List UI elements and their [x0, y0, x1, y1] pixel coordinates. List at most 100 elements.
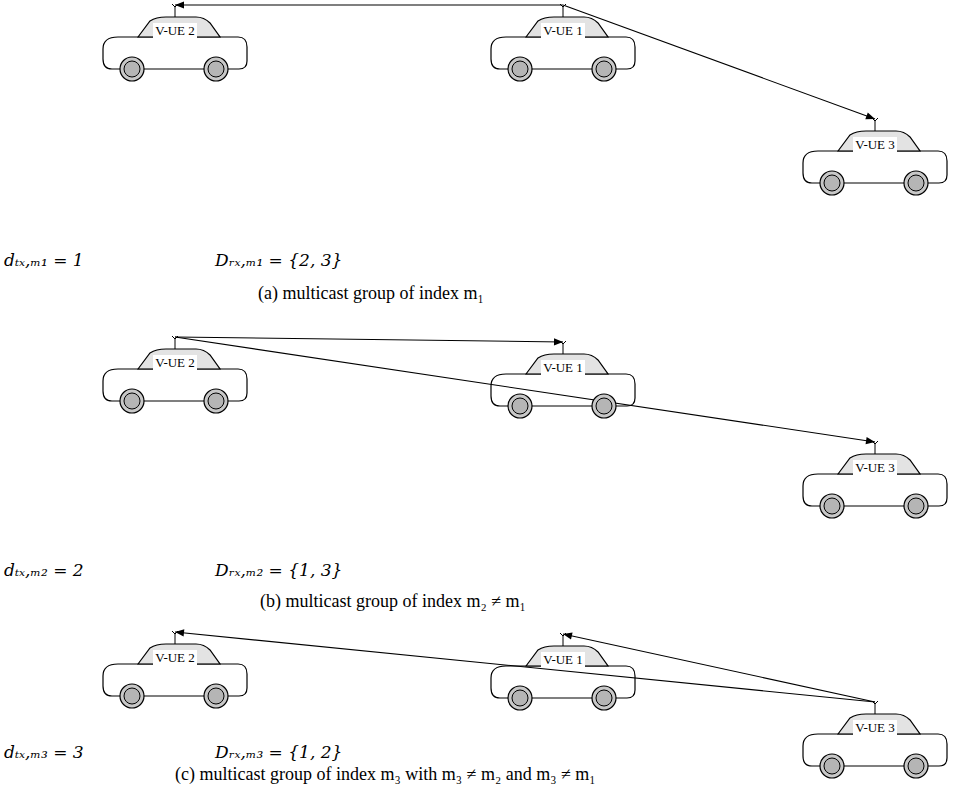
car-icon	[100, 3, 250, 83]
transmission-arrow	[175, 337, 875, 442]
wheel	[904, 754, 928, 778]
wheel-hub	[908, 758, 924, 774]
vehicle-node: V-UE 1	[488, 632, 638, 712]
antenna-tip	[872, 118, 878, 121]
car-cabin	[838, 714, 920, 734]
car-cabin	[838, 131, 920, 151]
wheel-hub	[596, 398, 612, 414]
wheel	[120, 684, 144, 708]
math-label: Dᵣₓ,ₘ₁ = {2, 3}	[215, 250, 342, 270]
wheel	[820, 171, 844, 195]
node-text-box: V-UE 3	[800, 136, 950, 152]
wheel-hub	[512, 61, 528, 77]
node-text-box: V-UE 1	[488, 22, 638, 38]
vehicle-label: V-UE 1	[541, 652, 585, 667]
wheel-hub	[908, 175, 924, 191]
wheel-hub	[124, 61, 140, 77]
wheel	[820, 754, 844, 778]
math-label: dₜₓ,ₘ₁ = 1	[4, 250, 84, 270]
car-icon	[488, 340, 638, 420]
car-cabin	[138, 17, 220, 37]
car-icon	[488, 3, 638, 83]
antenna-tip	[172, 336, 178, 339]
vehicle-node: V-UE 2	[100, 630, 250, 710]
antenna-tip	[172, 4, 178, 7]
car-cabin	[138, 349, 220, 369]
node-text-box: V-UE 1	[488, 359, 638, 375]
car-icon	[100, 630, 250, 710]
wheel	[904, 171, 928, 195]
antenna-tip	[872, 441, 878, 444]
node-text-box: V-UE 3	[800, 459, 950, 475]
node-text-box: V-UE 1	[488, 651, 638, 667]
node-text-box: V-UE 2	[100, 649, 250, 665]
car-icon	[100, 335, 250, 415]
vehicle-label: V-UE 3	[853, 720, 897, 735]
vehicle-node: V-UE 3	[800, 700, 950, 780]
car-icon	[800, 440, 950, 520]
vehicle-label: V-UE 2	[153, 650, 197, 665]
wheel-hub	[908, 498, 924, 514]
vehicle-node: V-UE 1	[488, 340, 638, 420]
subfigure-caption: (c) multicast group of index m₃ with m₃ …	[175, 765, 596, 784]
car-icon	[800, 700, 950, 780]
wheel	[508, 686, 532, 710]
subfigure-caption: (b) multicast group of index m₂ ≠ m₁	[260, 592, 526, 611]
vehicle-node: V-UE 3	[800, 117, 950, 197]
antenna-tip	[560, 341, 566, 344]
wheel-hub	[824, 758, 840, 774]
wheel	[592, 57, 616, 81]
vehicle-label: V-UE 3	[853, 137, 897, 152]
wheel	[204, 57, 228, 81]
wheel-hub	[512, 398, 528, 414]
car-cabin	[838, 454, 920, 474]
car-icon	[800, 117, 950, 197]
wheel-hub	[124, 393, 140, 409]
wheel-hub	[596, 690, 612, 706]
transmission-arrow	[175, 337, 563, 342]
wheel-hub	[208, 61, 224, 77]
vehicle-label: V-UE 1	[541, 23, 585, 38]
vehicle-node: V-UE 2	[100, 335, 250, 415]
transmission-arrow	[175, 4, 563, 5]
antenna-tip	[872, 701, 878, 704]
wheel	[120, 389, 144, 413]
antenna-tip	[172, 631, 178, 634]
car-cabin	[526, 17, 608, 37]
node-text-box: V-UE 3	[800, 719, 950, 735]
wheel	[820, 494, 844, 518]
wheel	[508, 57, 532, 81]
math-label: dₜₓ,ₘ₃ = 3	[4, 742, 84, 762]
wheel-hub	[124, 688, 140, 704]
car-cabin	[526, 354, 608, 374]
math-label: Dᵣₓ,ₘ₂ = {1, 3}	[215, 560, 342, 580]
wheel-hub	[208, 688, 224, 704]
wheel	[508, 394, 532, 418]
wheel	[204, 389, 228, 413]
math-label: dₜₓ,ₘ₂ = 2	[4, 560, 84, 580]
wheel	[120, 57, 144, 81]
wheel	[592, 686, 616, 710]
wheel-hub	[824, 175, 840, 191]
vehicle-label: V-UE 2	[153, 23, 197, 38]
vehicle-node: V-UE 3	[800, 440, 950, 520]
antenna-tip	[560, 633, 566, 636]
car-icon	[488, 632, 638, 712]
math-label: Dᵣₓ,ₘ₃ = {1, 2}	[215, 742, 342, 762]
wheel-hub	[512, 690, 528, 706]
node-text-box: V-UE 2	[100, 354, 250, 370]
wheel-hub	[596, 61, 612, 77]
car-cabin	[138, 644, 220, 664]
wheel	[204, 684, 228, 708]
vehicle-label: V-UE 1	[541, 360, 585, 375]
wheel	[592, 394, 616, 418]
subfigure-caption: (a) multicast group of index m₁	[258, 284, 484, 303]
vehicle-node: V-UE 2	[100, 3, 250, 83]
antenna-tip	[560, 4, 566, 7]
transmission-arrow	[563, 5, 875, 119]
vehicle-node: V-UE 1	[488, 3, 638, 83]
car-cabin	[526, 646, 608, 666]
wheel	[904, 494, 928, 518]
